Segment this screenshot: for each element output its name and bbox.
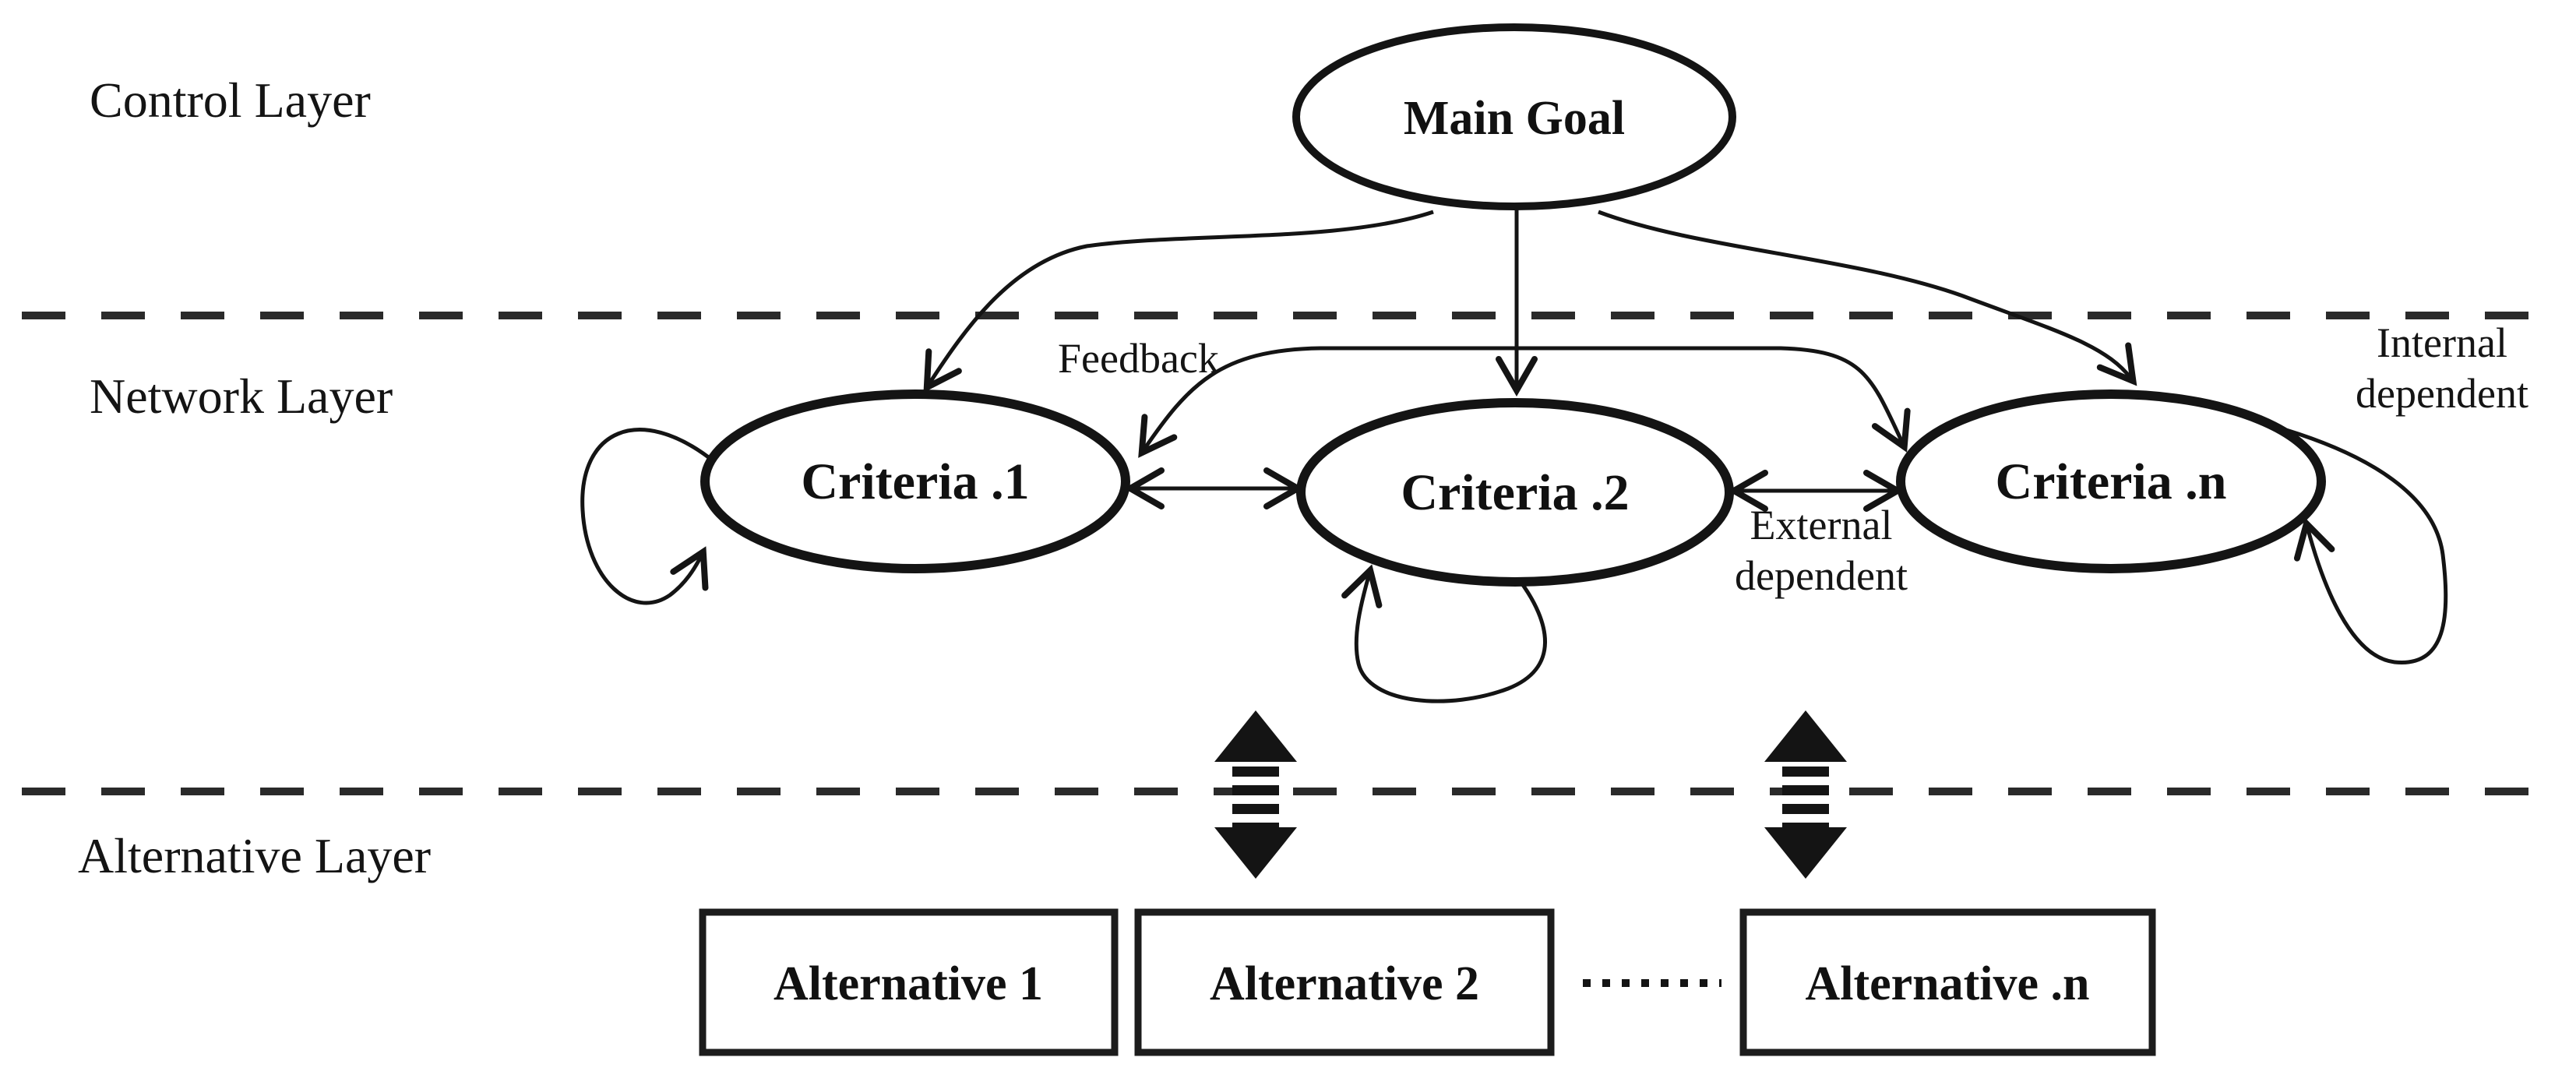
edge-maingoal-to-criteria1 [923,210,1434,393]
loop-criteria1-internal [580,428,715,605]
alternative-2-label: Alternative 2 [1210,957,1479,1010]
edge-maingoal-to-criterian [1598,210,2137,386]
node-criteria-1 [700,389,1130,573]
alternative-layer-label: Alternative Layer [78,828,431,883]
control-layer-label: Control Layer [90,72,371,128]
loop-criterian-internal [2285,428,2448,664]
internal-dependent-label-line2: dependent [2356,370,2528,417]
edge-feedback-arc [1138,346,1911,458]
main-goal-label: Main Goal [1404,92,1625,145]
external-dependent-label-line1: External [1750,502,1893,548]
feedback-label: Feedback [1058,335,1219,382]
alternative-1-label: Alternative 1 [774,957,1043,1010]
criteria-2-label: Criteria .2 [1401,464,1629,521]
box-alternative-2 [1134,908,1555,1056]
criteria-1-label: Criteria .1 [801,453,1029,510]
internal-dependent-label-line1: Internal [2377,319,2507,366]
node-main-goal [1292,23,1736,210]
loop-criteria2-internal [1341,564,1547,703]
external-dependent-label-line2: dependent [1735,552,1908,599]
box-alternative-1 [699,908,1119,1056]
box-alternative-n [1739,908,2156,1056]
node-criteria-n [1896,389,2326,573]
criteria-n-label: Criteria .n [1996,453,2227,510]
alternative-n-label: Alternative .n [1805,957,2089,1010]
node-criteria-2 [1296,398,1734,587]
network-layer-label: Network Layer [90,368,393,424]
